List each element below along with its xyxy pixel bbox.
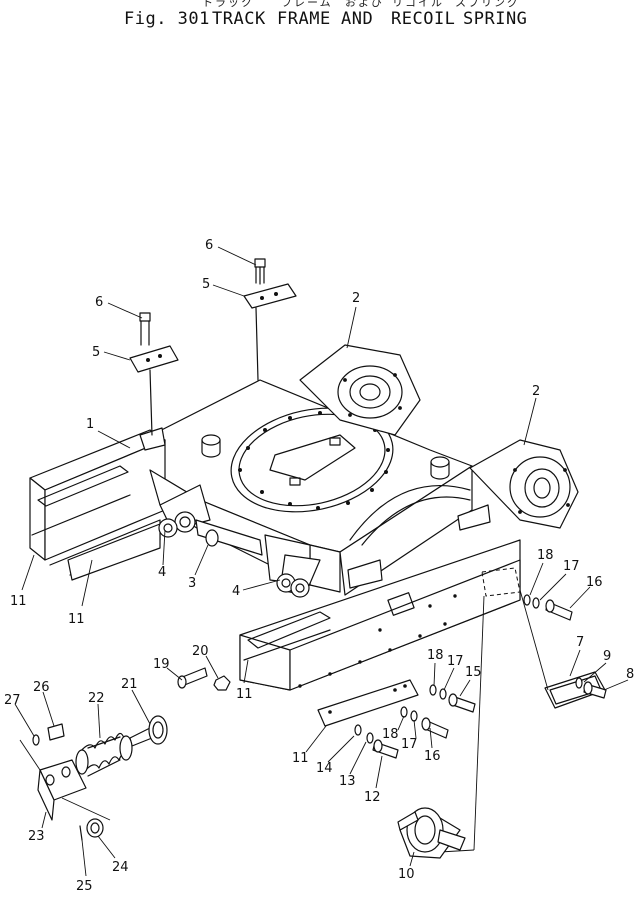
bolt-19 [177, 667, 208, 689]
callout-18: 18 [382, 727, 399, 742]
callout-17: 17 [447, 654, 464, 669]
callout-7: 7 [576, 635, 584, 650]
recoil-spring-22 [75, 732, 133, 777]
callout-11: 11 [236, 687, 253, 702]
callout-14: 14 [316, 761, 333, 776]
callout-2: 2 [532, 384, 540, 399]
bolt-upper [254, 258, 266, 285]
figure-title: Fig. 301 TRACK FRAME AND RECOIL SPRING [0, 9, 638, 31]
track-frame-assembly [29, 379, 521, 691]
title-word: SPRING [463, 9, 528, 29]
callout-17: 17 [563, 559, 580, 574]
callout-19: 19 [153, 657, 170, 672]
callout-9: 9 [603, 649, 611, 664]
callout-4: 4 [232, 584, 240, 599]
callout-11: 11 [68, 612, 85, 627]
washer-bolt-set-right [523, 594, 607, 699]
callout-12: 12 [364, 790, 381, 805]
title-word: RECOIL [391, 9, 456, 29]
bolt-26-and-washer-27 [32, 723, 65, 746]
callout-10: 10 [398, 867, 415, 882]
callout-6: 6 [205, 238, 213, 253]
callout-1: 1 [86, 417, 94, 432]
callout-numbers: 6 5 6 5 2 2 1 11 11 11 11 4 3 4 18 17 16… [4, 238, 634, 894]
subtitle-word: および [345, 0, 384, 9]
nut-24-and-pin-25 [79, 818, 104, 841]
subtitle-word: フレーム [281, 0, 333, 9]
callout-21: 21 [121, 677, 138, 692]
callout-6: 6 [95, 295, 103, 310]
callout-2: 2 [352, 291, 360, 306]
subtitle-word: リコイル [392, 0, 444, 9]
callout-5: 5 [92, 345, 100, 360]
subtitle-word: トラック [202, 0, 254, 9]
callout-25: 25 [76, 879, 93, 894]
final-drive-housing-upper [299, 344, 421, 436]
guard-plate-lower [317, 679, 419, 727]
track-roller-10 [397, 807, 466, 859]
subtitle-word: スプリング [455, 0, 520, 9]
callout-11: 11 [292, 751, 309, 766]
spring-cylinder-21 [129, 715, 168, 747]
final-drive-housing-lower [469, 439, 579, 529]
callout-27: 27 [4, 693, 21, 708]
bracket-plate-upper [243, 283, 297, 381]
callout-11: 11 [10, 594, 27, 609]
callout-20: 20 [192, 644, 209, 659]
callout-13: 13 [339, 774, 356, 789]
callout-4: 4 [158, 565, 166, 580]
bolt-washer-middle [354, 684, 476, 759]
title-word: FRAME [277, 9, 331, 29]
bracket-plate-left [129, 345, 179, 436]
header-subtitle-japanese: トラック フレーム および リコイル スプリング [0, 0, 638, 9]
callout-8: 8 [626, 667, 634, 682]
callout-26: 26 [33, 680, 50, 695]
fig-label: Fig. 301 [124, 9, 210, 29]
callout-15: 15 [465, 665, 482, 680]
title-word: AND [341, 9, 374, 29]
bracket-23 [19, 739, 111, 821]
dashed-leader-box [439, 567, 521, 853]
callout-18: 18 [427, 648, 444, 663]
callout-17: 17 [401, 737, 418, 752]
callout-18: 18 [537, 548, 554, 563]
title-word: TRACK [212, 9, 266, 29]
callout-5: 5 [202, 277, 210, 292]
callout-16: 16 [586, 575, 603, 590]
nut-20 [213, 675, 231, 691]
leader-lines [14, 246, 629, 877]
callout-24: 24 [112, 860, 129, 875]
callout-22: 22 [88, 691, 105, 706]
callout-3: 3 [188, 576, 196, 591]
callout-16: 16 [424, 749, 441, 764]
callout-23: 23 [28, 829, 45, 844]
